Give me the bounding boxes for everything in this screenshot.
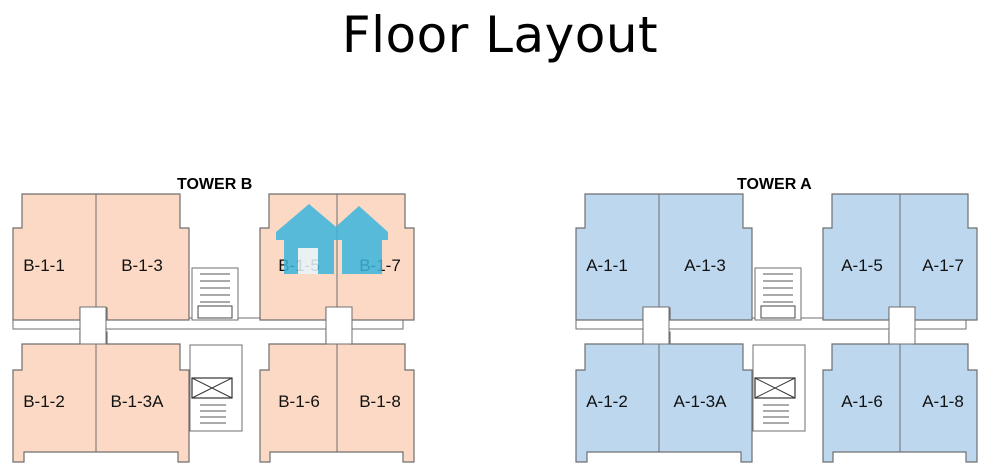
unit-label: B-1-3: [121, 256, 163, 275]
unit-label: A-1-3A: [674, 392, 728, 411]
lift-shaft: [197, 305, 233, 319]
unit-label: A-1-7: [922, 256, 964, 275]
lift-cross: [191, 377, 233, 399]
wing-3: [575, 331, 753, 463]
unit-label: A-1-6: [841, 392, 883, 411]
tower-a: A-1-1 A-1-3 A-1-5 A-1-7A-1-2 A-1-3A A-1-6 A-1-…: [575, 193, 978, 463]
house-icon-body-2: [330, 206, 388, 274]
lift-lobby: [79, 306, 107, 345]
house-icon-door: [298, 248, 318, 274]
unit-label: B-1-2: [23, 392, 65, 411]
lift-lobby: [325, 306, 353, 345]
tower-a-label: TOWER A: [737, 176, 812, 193]
lift-cross: [754, 377, 796, 399]
tower-b: B-1-1B-1-3B-1-5B-1-7B-1-2B-1-3AB-1-6B-1-…: [12, 193, 415, 463]
lift-lobby: [642, 306, 670, 345]
house-icon: [276, 204, 388, 274]
unit-label: B-1-1: [23, 256, 65, 275]
unit-label: A-1-3: [684, 256, 726, 275]
lift-shaft: [760, 305, 796, 319]
unit-label: B-1-8: [359, 392, 401, 411]
unit-label: B-1-6: [278, 392, 320, 411]
unit-label: A-1-8: [922, 392, 964, 411]
house-icon-body: [276, 204, 342, 274]
tower-b-label: TOWER B: [177, 176, 253, 193]
page-title: Floor Layout: [341, 6, 659, 64]
unit-label: A-1-2: [586, 392, 628, 411]
unit-label: B-1-3A: [111, 392, 165, 411]
unit-label: A-1-1: [586, 256, 628, 275]
unit-label: A-1-5: [841, 256, 883, 275]
lift-lobby: [888, 306, 916, 345]
wing-3: [12, 331, 190, 463]
